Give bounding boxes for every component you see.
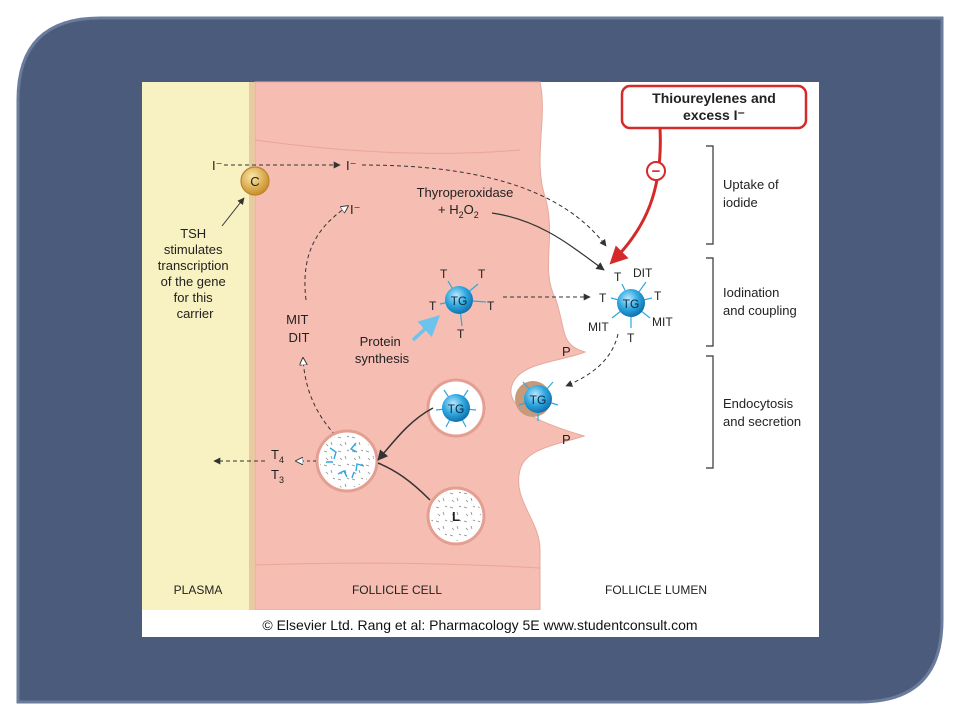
- tyrosine-label: T: [457, 327, 465, 341]
- endocytosed-thyroglobulin-icon: TG: [518, 381, 559, 421]
- iodide-cell-label: I⁻: [346, 158, 356, 173]
- iodinated-thyroglobulin-icon: TG: [610, 281, 653, 328]
- enzyme-label: Thyroperoxidase: [417, 185, 514, 200]
- lysosome-icon: L: [426, 486, 486, 546]
- iodide-recycle-arrow: [304, 206, 348, 301]
- cell-junction-bottom: [254, 562, 541, 569]
- thyroglobulin-molecule-icon: TG: [439, 280, 487, 327]
- inhibition-arrow: [609, 127, 662, 265]
- t3-label: T3: [271, 467, 284, 485]
- caption-strip: [142, 610, 819, 637]
- stage-iodination-label: Iodination and coupling: [723, 285, 797, 318]
- stage-uptake-label: Uptake of iodide: [723, 177, 782, 210]
- pseudopod-label-top: P: [562, 344, 571, 359]
- tyrosine-label: T: [440, 267, 448, 281]
- iodide-recycled-label: I⁻: [350, 202, 360, 217]
- t4-label: T4: [271, 447, 284, 465]
- protein-synthesis-label: Protein synthesis: [355, 334, 410, 366]
- carrier-protein-icon: C: [240, 166, 270, 196]
- dit-label: DIT: [633, 266, 653, 280]
- inhibitor-box: [620, 84, 808, 130]
- cell-junction-top: [254, 139, 521, 154]
- plasma-region: [142, 82, 255, 610]
- follicle-lumen-label: FOLLICLE LUMEN: [605, 583, 707, 597]
- pseudopod-label-bottom: P: [562, 432, 571, 447]
- colloid-fusion-arrow: [377, 407, 434, 461]
- svg-text:TG: TG: [451, 294, 468, 308]
- mit-right-label: MIT: [652, 315, 673, 329]
- stage-endocytosis-label: Endocytosis and secretion: [723, 396, 801, 429]
- svg-text:TG: TG: [448, 402, 465, 416]
- enzyme-cofactor: + H2O2: [438, 202, 479, 220]
- tyrosine-label: T: [429, 299, 437, 313]
- mit-left-label: MIT: [588, 320, 609, 334]
- tyrosine-label: T: [654, 289, 662, 303]
- tsh-note: TSH stimulates transcription of the gene…: [158, 226, 232, 321]
- lysosome-label: L: [452, 509, 460, 524]
- plasma-label: PLASMA: [174, 583, 223, 597]
- carrier-label: C: [250, 174, 259, 189]
- lysosome-fusion-arrow: [377, 462, 431, 501]
- iodide-plasma-label: I⁻: [212, 158, 222, 173]
- stage-bracket-uptake: [706, 145, 714, 245]
- tyrosine-label: T: [478, 267, 486, 281]
- colloid-thyroglobulin-icon: TG: [435, 389, 477, 428]
- phagolysosome-icon: [315, 429, 379, 493]
- svg-text:TG: TG: [530, 393, 547, 407]
- stage-bracket-iodination: [706, 257, 714, 347]
- minus-circle-icon: −: [646, 161, 666, 181]
- protein-synthesis-arrow: [411, 315, 441, 342]
- inhibitor-line1: Thioureylenes and: [652, 90, 776, 106]
- endocytosis-arrow: [565, 333, 619, 387]
- stage-bracket-endocytosis: [706, 355, 714, 469]
- copyright-text: © Elsevier Ltd. Rang et al: Pharmacology…: [262, 617, 697, 633]
- tsh-arrow: [221, 197, 245, 227]
- inhibitor-line2: excess I⁻: [683, 107, 745, 123]
- tyrosine-label: T: [487, 299, 495, 313]
- tyrosine-label: T: [614, 270, 622, 284]
- recycled-mit-dit-labels: MIT DIT: [286, 312, 312, 345]
- follicle-cell-label: FOLLICLE CELL: [352, 583, 442, 597]
- tyrosine-label: T: [627, 331, 635, 345]
- svg-text:TG: TG: [623, 297, 640, 311]
- enzyme-arrow: [491, 212, 605, 271]
- svg-text:−: −: [652, 163, 661, 180]
- follicle-cell-region: [254, 81, 587, 611]
- tyrosine-label: T: [599, 291, 607, 305]
